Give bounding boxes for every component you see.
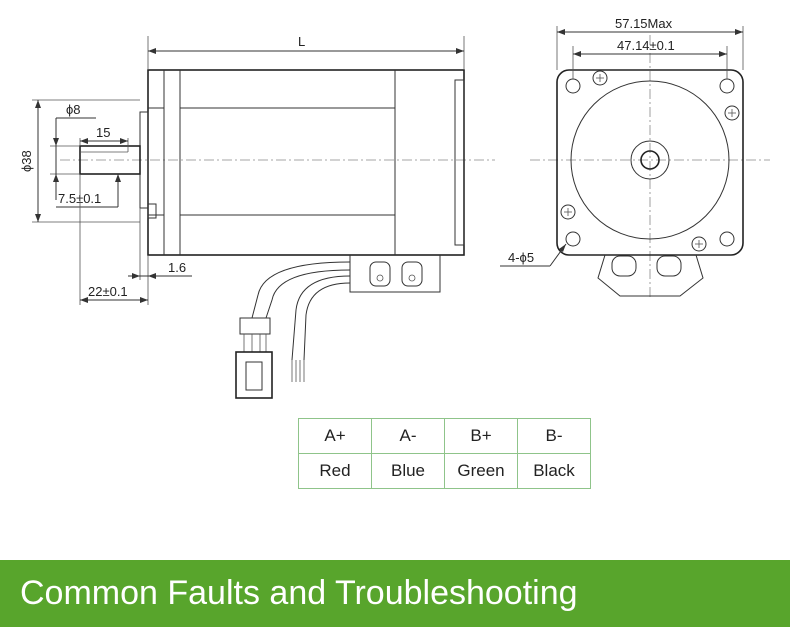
section-banner: Common Faults and Troubleshooting [0,560,790,627]
side-view: L ϕ38 ϕ8 15 7.5±0.1 22±0.1 [19,34,495,399]
phase-a-minus-header: A- [371,418,445,454]
wire-connector [235,351,273,399]
phase-a-plus-header: A+ [298,418,372,454]
motor-cable-1 [251,261,351,319]
screw [560,204,576,220]
motor-cable-2 [291,275,351,361]
motor-technical-drawing: L ϕ38 ϕ8 15 7.5±0.1 22±0.1 [19,16,770,399]
mounting-hole-bottom-right [719,231,735,247]
dim-flat-length: 15 [96,125,110,140]
dim-boss-diameter: ϕ38 [19,150,34,172]
phase-b-plus-header: B+ [444,418,518,454]
front-cable-bracket [597,254,704,297]
wiring-header-row: A+ A- B+ B- [298,418,591,454]
phase-b-minus-header: B- [517,418,591,454]
motor-body [147,69,465,256]
dim-overall-width: 57.15Max [615,16,673,31]
connector-latch [239,317,271,335]
wiring-table: A+ A- B+ B- Red Blue Green Black [298,418,591,489]
motor-shaft [79,145,141,175]
mounting-hole-top-left [565,78,581,94]
mounting-hole-top-right [719,78,735,94]
motor-face-circle [570,80,730,240]
pilot-boss [630,140,670,180]
dim-hole-spacing: 47.14±0.1 [617,38,675,53]
front-view: 57.15Max 47.14±0.1 4-ϕ5 [500,16,770,300]
motor-flange [556,69,744,256]
phase-b-minus-color: Black [517,453,591,489]
screw [724,105,740,121]
dim-mounting-holes: 4-ϕ5 [508,250,534,265]
screw [691,236,707,252]
front-shaft [640,150,660,170]
screw [592,70,608,86]
dim-shaft-diameter: ϕ8 [66,102,81,117]
cable-exit-box [349,255,441,293]
dim-flange-thickness: 1.6 [168,260,186,275]
mounting-hole-bottom-left [565,231,581,247]
banner-title: Common Faults and Troubleshooting [20,574,578,612]
phase-a-minus-color: Blue [371,453,445,489]
wiring-color-row: Red Blue Green Black [298,453,591,489]
phase-b-plus-color: Green [444,453,518,489]
phase-a-plus-color: Red [298,453,372,489]
dim-length-label: L [298,34,305,49]
dim-shaft-length: 22±0.1 [88,284,128,299]
